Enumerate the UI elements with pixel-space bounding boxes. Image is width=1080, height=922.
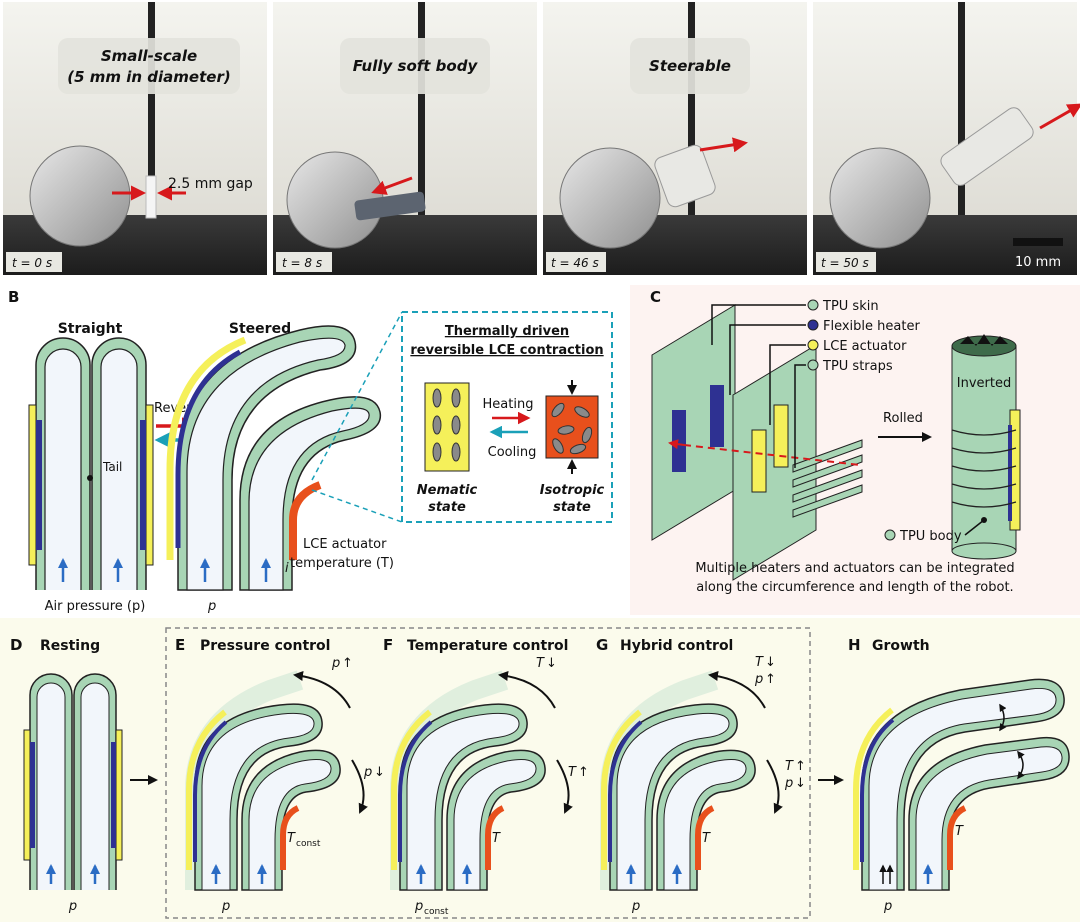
resting-robot <box>23 673 123 890</box>
photo-1-caption-line1: Small-scale <box>101 47 197 65</box>
lce-actuator-label: LCE actuator <box>303 537 387 552</box>
panel-c-caption-line2: along the circumference and length of th… <box>696 580 1013 595</box>
photo-1-caption-line2: (5 mm in diameter) <box>67 68 230 86</box>
photo-2: Fully soft body t = 8 s <box>273 2 537 275</box>
panel-g-p: p <box>631 899 640 914</box>
panel-g-p1-arrow: ↑ <box>765 672 776 687</box>
current-i-label: i <box>285 561 289 576</box>
panel-e-T-sub: const <box>296 839 321 849</box>
legend-lce-actuator: LCE actuator <box>823 339 907 354</box>
panel-g-T2-arrow: ↑ <box>795 759 806 774</box>
inset-title-line2: reversible LCE contraction <box>410 343 603 358</box>
photo-3: Steerable t = 46 s <box>543 2 807 275</box>
scale-bar-label: 10 mm <box>1015 255 1061 270</box>
tpu-body-legend-dot <box>884 529 896 541</box>
panel-e-T: T <box>287 831 296 846</box>
inset-title-line1: Thermally driven <box>445 324 569 339</box>
panel-c-caption-line1: Multiple heaters and actuators can be in… <box>695 561 1014 576</box>
temperature-label: temperature (T) <box>290 556 394 571</box>
panel-f-T-up-arrow: ↑ <box>578 765 589 780</box>
tpu-body-label: TPU body <box>899 529 962 544</box>
photo-3-caption-line1: Steerable <box>649 57 731 75</box>
panel-h-letter: H <box>848 636 861 654</box>
panel-f-T-up: T <box>568 765 577 780</box>
panel-e-p-down-arrow: ↓ <box>374 765 385 780</box>
hybrid-control-robot <box>600 670 783 891</box>
panel-e-letter: E <box>175 636 185 654</box>
panel-b-letter: B <box>8 288 19 306</box>
legend-tpu-skin: TPU skin <box>822 299 879 314</box>
temperature-control-robot <box>390 670 573 891</box>
panel-h-title: Growth <box>872 638 930 654</box>
panel-h-T: T <box>955 824 964 839</box>
panel-f-title: Temperature control <box>407 638 568 654</box>
panel-f-p: p <box>414 899 423 914</box>
panel-d-p: p <box>68 899 77 914</box>
photo-2-caption-line1: Fully soft body <box>353 57 479 75</box>
panel-d-title: Resting <box>40 638 100 654</box>
panel-f-p-sub: const <box>424 907 449 917</box>
layer-legend: TPU skin Flexible heater LCE actuator TP… <box>711 299 920 468</box>
photo-1: Small-scale (5 mm in diameter) 2.5 mm ga… <box>3 2 267 275</box>
steered-robot <box>166 325 382 591</box>
panel-g-letter: G <box>596 636 608 654</box>
steered-p-label: p <box>207 599 216 614</box>
photo-4-time: t = 50 s <box>821 256 869 270</box>
panel-g-T1: T <box>755 655 764 670</box>
panel-f-T: T <box>492 831 501 846</box>
pressure-control-robot <box>185 670 368 891</box>
photo-2-time: t = 8 s <box>282 256 322 270</box>
photo-4: t = 50 s 10 mm <box>813 2 1080 275</box>
panel-g-T2: T <box>785 759 794 774</box>
panel-g-p2: p <box>784 776 793 791</box>
nematic-label-line1: Nematic <box>417 483 478 498</box>
panel-f-T-down: T <box>536 656 545 671</box>
panel-c-letter: C <box>650 288 661 306</box>
panel-g-T1-arrow: ↓ <box>765 655 776 670</box>
rolled-tube <box>951 334 1021 560</box>
panel-g-T: T <box>702 831 711 846</box>
photo-3-time: t = 46 s <box>551 256 599 270</box>
panel-e-title: Pressure control <box>200 638 330 654</box>
panel-f-T-down-arrow: ↓ <box>546 656 557 671</box>
panel-e-p-up: p <box>331 656 340 671</box>
straight-robot <box>28 337 154 590</box>
legend-tpu-straps: TPU straps <box>822 359 893 374</box>
rolled-label: Rolled <box>883 411 923 426</box>
control-modes-frame <box>165 627 811 919</box>
heating-label: Heating <box>483 397 534 412</box>
panel-g-p1: p <box>754 672 763 687</box>
panel-e-p: p <box>221 899 230 914</box>
photo-1-time: t = 0 s <box>12 256 52 270</box>
layer-exploded-view <box>651 304 863 581</box>
tail-label: Tail <box>102 460 122 474</box>
lce-inset: Thermally driven reversible LCE contract… <box>311 311 613 523</box>
growth-robot <box>853 678 1070 891</box>
panel-d-letter: D <box>10 636 22 654</box>
straight-label: Straight <box>58 321 123 337</box>
nematic-label-line2: state <box>428 500 466 515</box>
panel-g-p2-arrow: ↓ <box>795 776 806 791</box>
scale-bar <box>1013 238 1063 246</box>
panel-e-p-up-arrow: ↑ <box>342 656 353 671</box>
isotropic-label-line1: Isotropic <box>540 483 605 498</box>
panel-e-p-down: p <box>363 765 372 780</box>
legend-flexible-heater: Flexible heater <box>823 319 920 334</box>
air-pressure-label: Air pressure (p) <box>45 599 146 614</box>
panel-h-p: p <box>883 899 892 914</box>
gap-annotation: 2.5 mm gap <box>168 176 253 192</box>
panel-f-letter: F <box>383 636 393 654</box>
isotropic-label-line2: state <box>553 500 591 515</box>
panel-g-title: Hybrid control <box>620 638 733 654</box>
cooling-label: Cooling <box>488 445 537 460</box>
steered-label: Steered <box>229 321 291 337</box>
inverted-label: Inverted <box>957 376 1011 391</box>
